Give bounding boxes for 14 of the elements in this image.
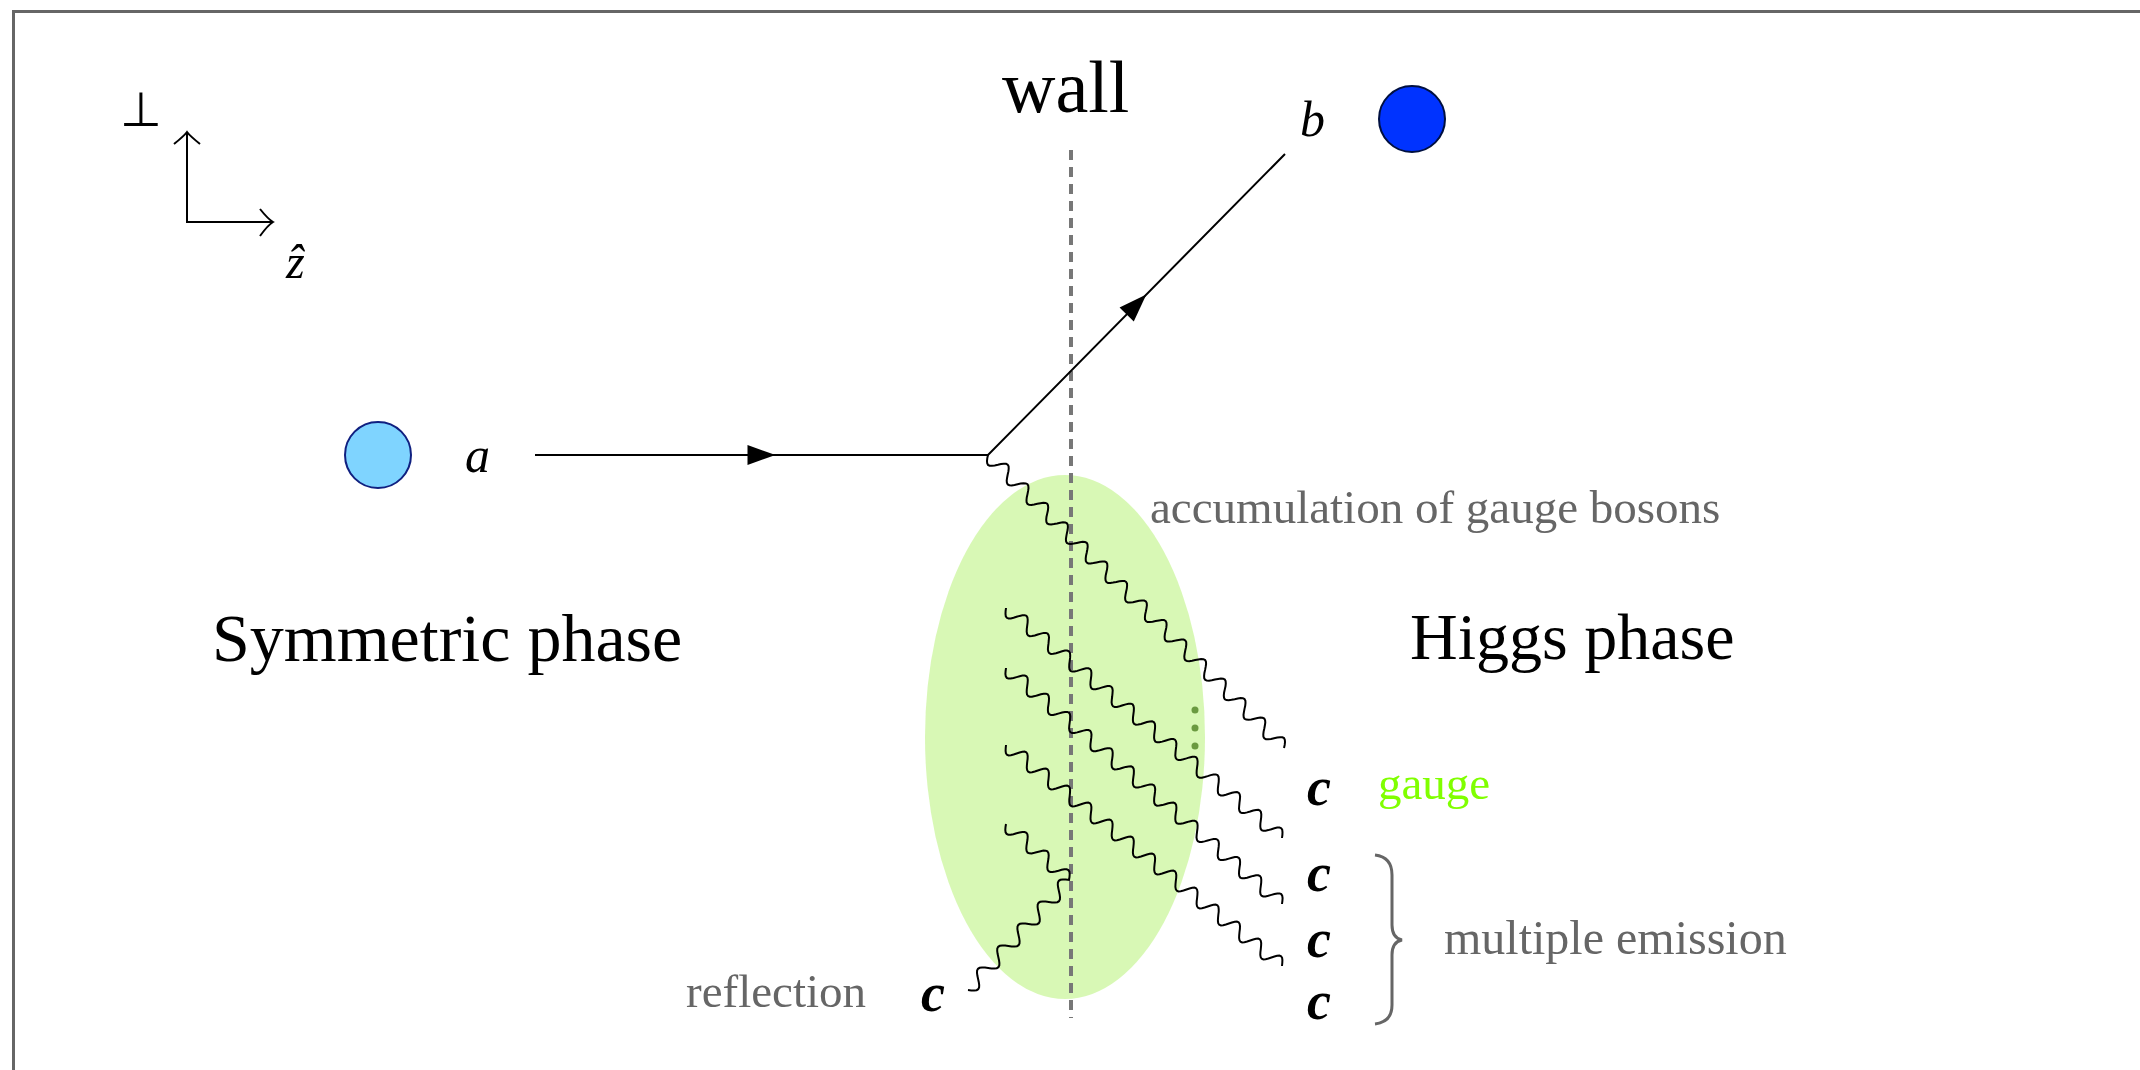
- particle-label: c: [1298, 974, 1340, 1022]
- annotation: multiple emission: [1444, 914, 1787, 962]
- annotation: accumulation of gauge bosons: [1150, 484, 1721, 531]
- particle-label: c: [1298, 846, 1340, 894]
- particle-label: c: [1298, 912, 1340, 960]
- axis-label: ẑ: [286, 238, 305, 286]
- wall-label: wall: [1002, 50, 1130, 124]
- annotation: reflection: [686, 968, 867, 1015]
- particle-label: b: [1300, 94, 1325, 144]
- particle-label: c: [1298, 760, 1340, 812]
- annotation: gauge: [1378, 760, 1491, 807]
- particle-label: a: [465, 430, 490, 480]
- axis-label: ⊥: [120, 86, 162, 134]
- particle-label: c: [912, 966, 954, 1014]
